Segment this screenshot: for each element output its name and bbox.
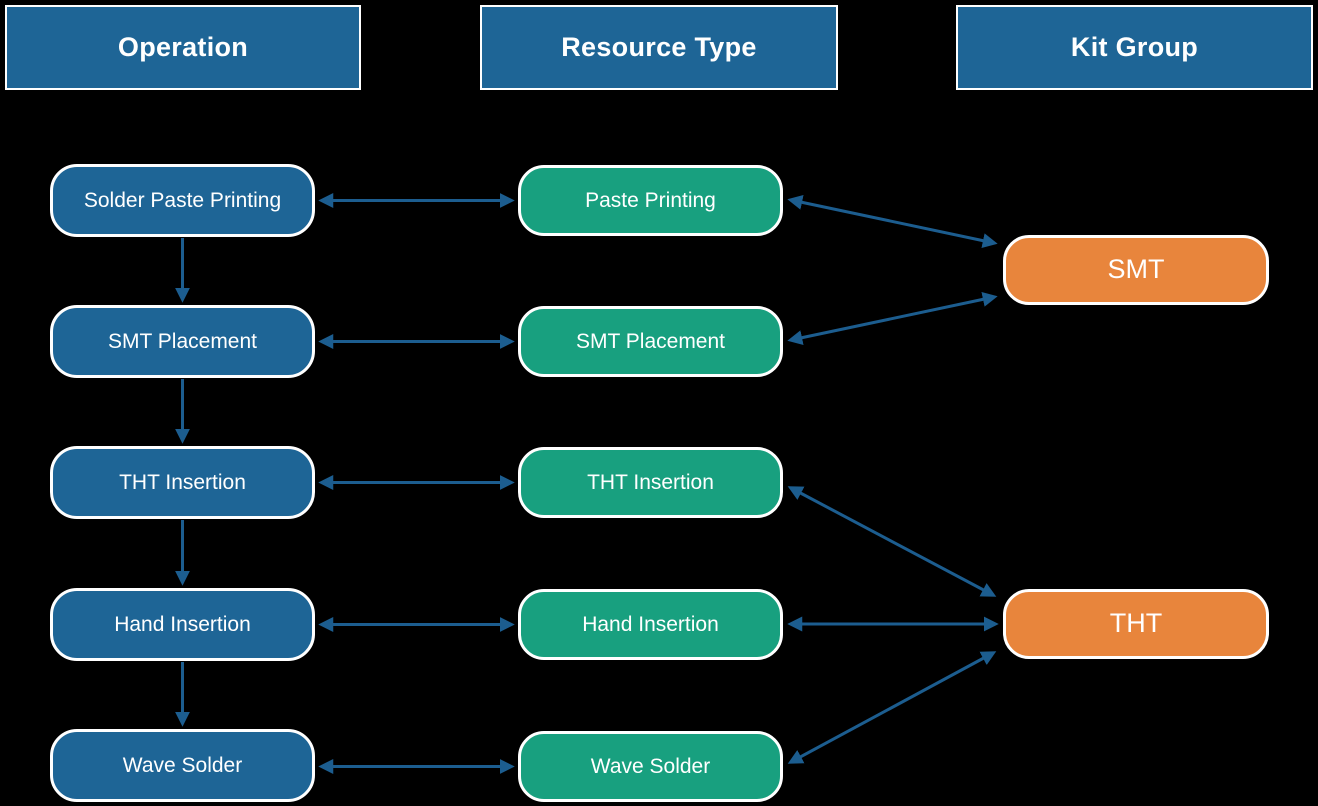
- resource-node-tht-insertion: THT Insertion: [518, 447, 783, 518]
- resource-node-paste-printing: Paste Printing: [518, 165, 783, 236]
- column-header-operation: Operation: [5, 5, 361, 90]
- resource-node-hand-insertion: Hand Insertion: [518, 589, 783, 660]
- kit-arrow-paste-printing-smt: [787, 194, 998, 249]
- resource-node-smt-placement: SMT Placement: [518, 306, 783, 377]
- operation-node-tht-insertion: THT Insertion: [50, 446, 315, 519]
- resource-node-wave-solder: Wave Solder: [518, 731, 783, 802]
- operation-node-smt-placement: SMT Placement: [50, 305, 315, 378]
- kit-group-node-smt: SMT: [1003, 235, 1269, 305]
- kit-arrow-wave-solder-tht: [787, 651, 997, 764]
- kit-arrow-tht-insertion-tht: [787, 486, 997, 597]
- column-header-resource-type: Resource Type: [480, 5, 838, 90]
- operation-node-hand-insertion: Hand Insertion: [50, 588, 315, 661]
- kit-group-node-tht: THT: [1003, 589, 1269, 659]
- column-header-kit-group: Kit Group: [956, 5, 1313, 90]
- operation-node-wave-solder: Wave Solder: [50, 729, 315, 802]
- kit-arrow-smt-placement-smt: [787, 291, 998, 346]
- operation-node-solder-paste-printing: Solder Paste Printing: [50, 164, 315, 237]
